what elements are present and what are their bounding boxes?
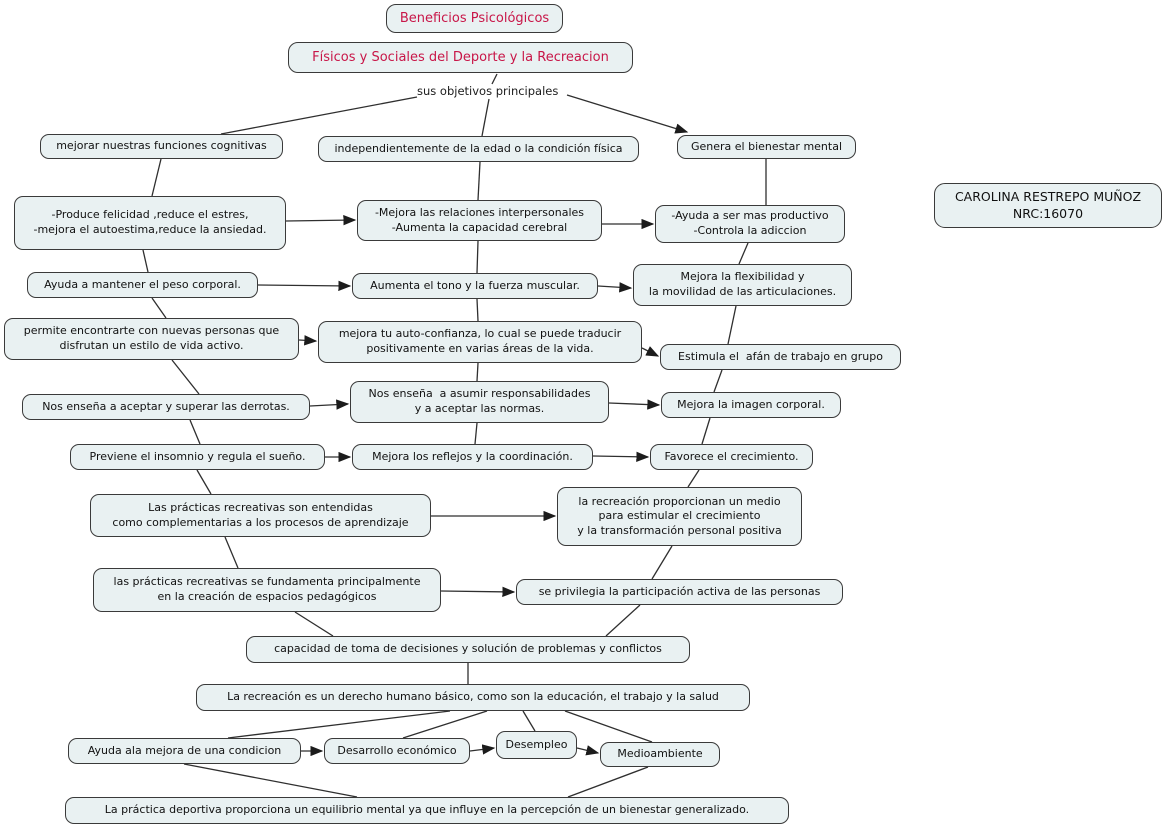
connector-responsabilidades-imagen [608, 399, 661, 410]
connector-medio-participacion [651, 545, 673, 580]
connector-objetivos-bienestar [566, 94, 689, 134]
node-toma-decisiones[interactable]: capacidad de toma de decisiones y soluci… [246, 636, 690, 663]
node-reflejos-coordinacion[interactable]: Mejora los reflejos y la coordinación. [352, 444, 593, 470]
node-espacios-pedagogicos[interactable]: las prácticas recreativas se fundamenta … [93, 568, 441, 612]
connector-flexibilidad-grupo [727, 305, 737, 345]
connector-autoconfianza-responsabilidades [476, 362, 479, 382]
connector-productivo-flexibilidad [738, 242, 749, 265]
node-beneficios-psicologicos[interactable]: Beneficios Psicológicos [386, 4, 563, 33]
connector-imagen-crecimiento [701, 417, 711, 445]
node-fisicos-sociales-deporte[interactable]: Físicos y Sociales del Deporte y la Recr… [288, 42, 633, 73]
node-trabajo-en-grupo[interactable]: Estimula el afán de trabajo en grupo [660, 344, 901, 370]
node-author-carolina-restrepo[interactable]: CAROLINA RESTREPO MUÑOZ NRC:16070 [934, 183, 1162, 228]
connector-responsabilidades-reflejos [474, 422, 478, 445]
node-auto-confianza[interactable]: mejora tu auto-confianza, lo cual se pue… [318, 321, 642, 363]
connector-cognitivas-felicidad [151, 158, 162, 197]
node-produce-felicidad[interactable]: -Produce felicidad ,reduce el estres, -m… [14, 196, 286, 250]
connector-insomnio-aprendizaje [196, 469, 212, 495]
node-nuevas-personas[interactable]: permite encontrarte con nuevas personas … [4, 318, 299, 360]
node-peso-corporal[interactable]: Ayuda a mantener el peso corporal. [27, 272, 258, 298]
connector-desarrollo-desempleo [469, 744, 496, 755]
connector-felicidad-peso [142, 249, 149, 273]
connector-derecho-condicion [227, 710, 451, 739]
connector-pedagogicos-decisiones [294, 611, 334, 637]
node-desempleo[interactable]: Desempleo [496, 731, 577, 759]
node-flexibilidad-articulaciones[interactable]: Mejora la flexibilidad y la movilidad de… [633, 264, 852, 306]
connector-objetivos-cognitivas [220, 96, 418, 135]
node-edad-condicion-fisica[interactable]: independientemente de la edad o la condi… [318, 136, 639, 162]
node-imagen-corporal[interactable]: Mejora la imagen corporal. [661, 392, 841, 418]
connector-tono-autoconfianza [476, 298, 479, 322]
connector-crecimiento-medio [687, 469, 700, 488]
edge-label-objetivos-principales[interactable]: sus objetivos principales [417, 84, 559, 98]
node-medioambiente[interactable]: Medioambiente [600, 742, 720, 767]
node-superar-derrotas[interactable]: Nos enseña a aceptar y superar las derro… [22, 394, 310, 420]
connector-interpersonales-tono [476, 240, 479, 274]
node-previene-insomnio[interactable]: Previene el insomnio y regula el sueño. [70, 444, 325, 470]
connector-grupo-imagen [713, 369, 723, 393]
connector-personas-derrotas [171, 359, 200, 395]
connector-tono-flexibilidad [597, 282, 633, 293]
node-participacion-activa[interactable]: se privilegia la participación activa de… [516, 579, 843, 605]
connector-personas-autoconfianza [298, 335, 318, 346]
connector-peso-tono [257, 280, 352, 292]
node-recreacion-medio-crecimiento[interactable]: la recreación proporcionan un medio para… [557, 487, 802, 546]
node-funciones-cognitivas[interactable]: mejorar nuestras funciones cognitivas [40, 134, 283, 159]
connector-felicidad-interpersonales [285, 214, 357, 226]
connector-pedagogicos-participacion [440, 586, 516, 598]
connector-autoconfianza-grupo [641, 346, 660, 357]
node-mejora-condicion[interactable]: Ayuda ala mejora de una condicion [68, 738, 301, 764]
connector-derrotas-responsabilidades [309, 399, 350, 410]
node-tono-fuerza-muscular[interactable]: Aumenta el tono y la fuerza muscular. [352, 273, 598, 299]
node-bienestar-mental[interactable]: Genera el bienestar mental [677, 135, 856, 159]
node-equilibrio-mental[interactable]: La práctica deportiva proporciona un equ… [65, 797, 789, 824]
node-derecho-humano[interactable]: La recreación es un derecho humano básic… [196, 684, 750, 711]
connector-edad-interpersonales [477, 161, 481, 201]
connector-derecho-desempleo [522, 710, 536, 732]
connector-derecho-medioambiente [564, 710, 653, 743]
connector-desempleo-medioambiente [576, 745, 600, 756]
connector-condicion-equilibrio [183, 763, 358, 798]
node-favorece-crecimiento[interactable]: Favorece el crecimiento. [650, 444, 813, 470]
connector-reflejos-crecimiento [592, 451, 650, 462]
connector-medioambiente-equilibrio [567, 766, 649, 798]
connector-aprendizaje-pedagogicos [224, 536, 239, 569]
node-desarrollo-economico[interactable]: Desarrollo económico [324, 738, 470, 764]
connector-derrotas-insomnio [189, 419, 201, 445]
connector-participacion-decisiones [605, 604, 641, 637]
connector-fisicos-objetivos [491, 73, 498, 85]
connector-peso-personas [151, 297, 167, 319]
connector-derecho-desarrollo [402, 710, 488, 739]
node-ser-mas-productivo[interactable]: -Ayuda a ser mas productivo -Controla la… [655, 205, 845, 243]
connector-objetivos-edad [481, 98, 490, 137]
node-asumir-responsabilidades[interactable]: Nos enseña a asumir responsabilidades y … [350, 381, 609, 423]
node-relaciones-interpersonales[interactable]: -Mejora las relaciones interpersonales -… [357, 200, 602, 241]
node-practicas-aprendizaje[interactable]: Las prácticas recreativas son entendidas… [90, 494, 431, 537]
